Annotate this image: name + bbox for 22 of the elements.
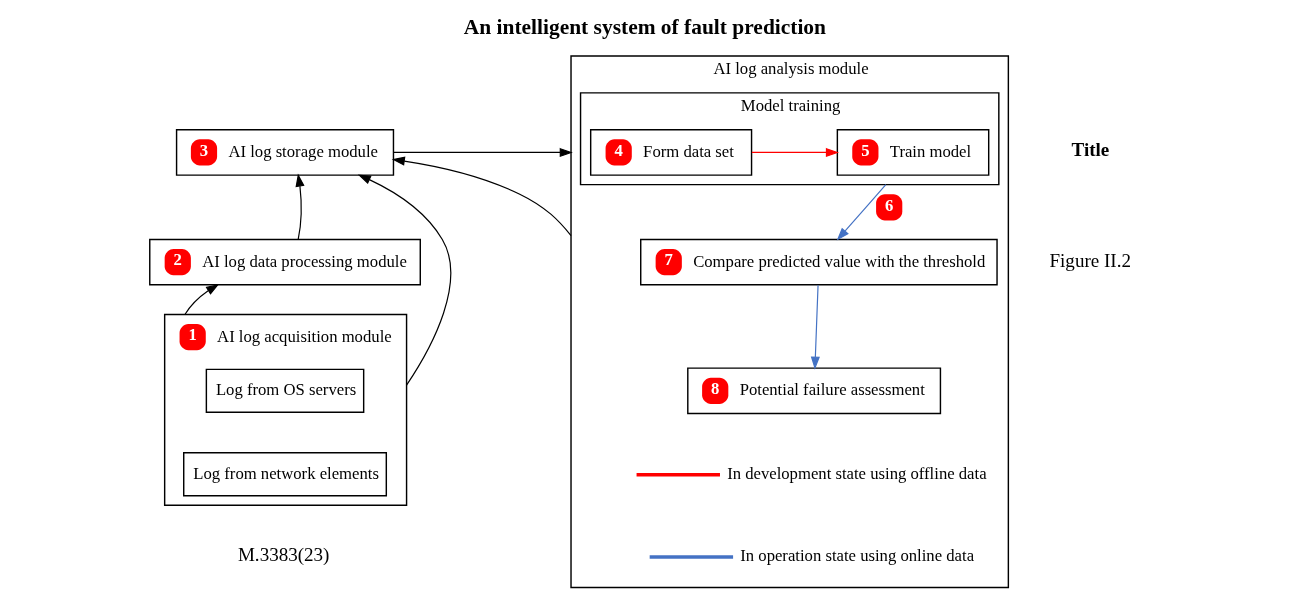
node-box: 5 Train model: [836, 129, 989, 176]
edge-label: 6: [884, 195, 893, 215]
arrow: [294, 173, 305, 240]
arrow: [810, 284, 820, 370]
label: Title: [1071, 138, 1109, 160]
legend-label: In development state using offline data: [726, 464, 987, 484]
node-box: 7 Compare predicted value with the threshold: [639, 238, 998, 286]
node-box: 4 Form data set: [589, 129, 752, 176]
diagram-title: An intelligent system of fault prediction: [463, 14, 826, 39]
arrow: [357, 174, 451, 386]
arrow: [392, 147, 573, 158]
node-box: 3 AI log storage module: [175, 129, 394, 176]
arrow: [183, 283, 219, 316]
node-box: Log from network elements: [182, 452, 387, 497]
arrow: [750, 147, 839, 158]
arrow: [391, 156, 572, 237]
node-box: 2 AI log data processing module: [148, 238, 421, 286]
label: Figure II.2: [1048, 249, 1131, 271]
node-box: 8 Potential failure assessment: [686, 367, 941, 415]
node-box: Log from OS servers: [205, 368, 364, 413]
label: M.3383(23): [237, 543, 329, 565]
legend-label: In operation state using online data: [739, 546, 974, 566]
